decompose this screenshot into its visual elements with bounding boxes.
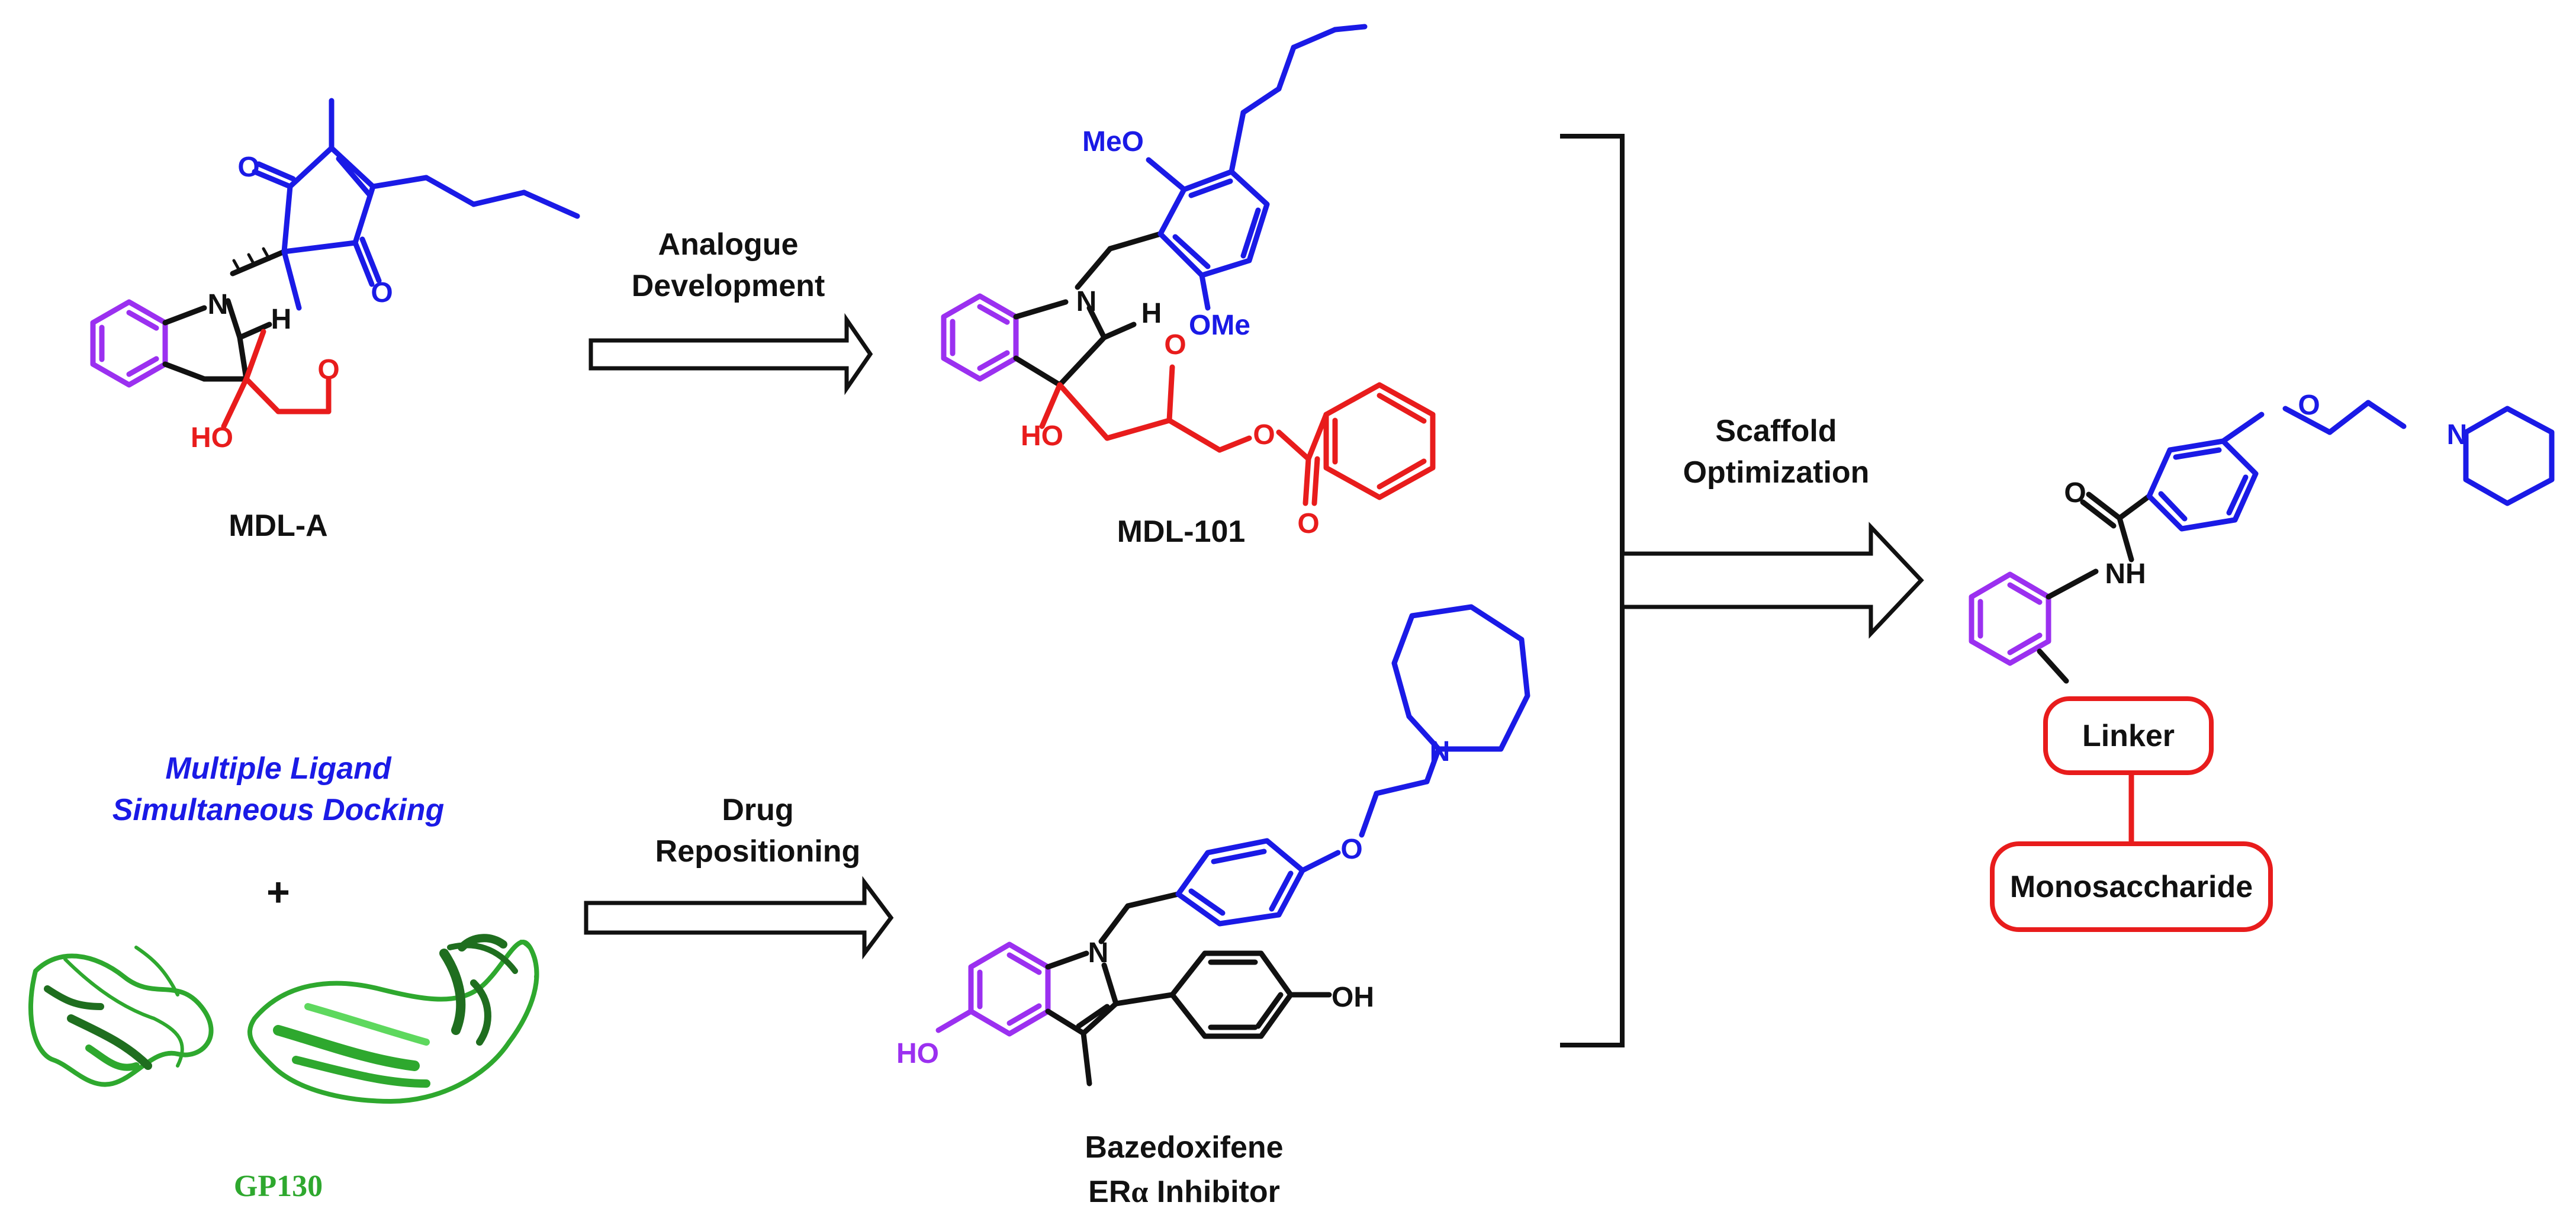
mdl-101-atom-o-ring: O	[1164, 329, 1186, 361]
target-atom-n-piperidine: N	[2447, 419, 2468, 451]
mdl-101-atom-meo: MeO	[1082, 126, 1144, 158]
docking-label-line2: Simultaneous Docking	[112, 793, 445, 827]
bazedoxifene-atom-oh: OH	[1332, 982, 1374, 1013]
bazedoxifene-sublabel-prefix: ER	[1088, 1175, 1131, 1209]
mdl-a-structure	[90, 98, 580, 429]
plus-sign: +	[266, 870, 290, 915]
mdl-101-atom-ho: HO	[1021, 420, 1063, 452]
mdl-a-label: MDL-A	[229, 509, 328, 543]
mdl-a-atom-o-ketone1: O	[237, 152, 259, 183]
bazedoxifene-atom-n-azepane: N	[1430, 736, 1451, 767]
bazedoxifene-sublabel-suffix: Inhibitor	[1148, 1175, 1279, 1209]
target-atom-o-ether: O	[2298, 390, 2320, 421]
scaffold-arrow-label-line2: Optimization	[1683, 455, 1870, 490]
mdl-a-thf-ring	[221, 329, 332, 429]
scaffold-optimization-arrow	[1620, 522, 1924, 639]
target-atom-nh: NH	[2105, 558, 2146, 590]
mdl-101-indoline-ring	[1013, 231, 1163, 388]
mdl-a-atom-o-ketone2: O	[371, 277, 393, 308]
drug-repositioning-arrow	[584, 876, 894, 960]
target-atom-o-carbonyl: O	[2064, 477, 2086, 509]
mdl-a-atom-h: H	[271, 304, 292, 335]
bazedoxifene-atom-o-ether: O	[1340, 834, 1362, 865]
scaffold-arrow-label-line1: Scaffold	[1715, 414, 1837, 448]
monosaccharide-box: Monosaccharide	[1990, 841, 2273, 932]
bazedoxifene-atom-labels: N OH HO O N	[896, 736, 1450, 1069]
target-aniline-ring	[1969, 571, 2051, 666]
mdl-a-indoline-ring	[162, 249, 287, 382]
mdl-a-benzene-ring	[90, 299, 168, 388]
bazedoxifene-indole-ring	[1045, 891, 1332, 1087]
mdl-a-cyclopentenedione	[252, 98, 580, 311]
docking-label-line1: Multiple Ligand	[165, 751, 392, 786]
analogue-arrow-label-line1: Analogue	[658, 227, 799, 262]
analogue-arrow-label-line2: Development	[632, 269, 825, 303]
drug-arrow-label-line2: Repositioning	[655, 834, 861, 869]
bazedoxifene-sublabel: ERα Inhibitor	[1088, 1175, 1280, 1209]
gp130-protein-ribbon	[28, 934, 539, 1104]
mdl-101-structure	[941, 24, 1436, 506]
mdl-a-stereo-hashes	[232, 247, 271, 273]
target-atom-labels: O NH O N	[2064, 390, 2467, 590]
bazedoxifene-label: Bazedoxifene	[1085, 1130, 1283, 1165]
mdl-101-dimethoxy-ring	[1146, 24, 1368, 311]
mdl-101-thf-ring	[1039, 364, 1436, 506]
bazedoxifene-benzene-ring	[935, 941, 1051, 1037]
mdl-101-atom-labels: N H O HO O O MeO OMe	[1021, 126, 1320, 539]
bazedoxifene-structure	[935, 604, 1530, 1087]
analogue-arrow	[588, 313, 873, 396]
mdl-a-atom-labels: N H O HO O O	[191, 152, 393, 454]
mdl-a-atom-ho: HO	[191, 422, 233, 454]
mdl-101-benzene-ring	[941, 293, 1019, 382]
mdl-101-atom-o-carbonyl: O	[1297, 508, 1319, 539]
mdl-a-atom-o-ring: O	[317, 354, 339, 385]
target-phenoxy-ring	[2146, 400, 2555, 532]
linker-box: Linker	[2043, 696, 2214, 775]
target-scaffold-structure	[1969, 400, 2555, 844]
bazedoxifene-atom-ho: HO	[896, 1038, 939, 1069]
mdl-101-label: MDL-101	[1117, 515, 1246, 549]
mdl-a-atom-n: N	[208, 289, 229, 320]
mdl-101-atom-n: N	[1076, 286, 1097, 317]
bazedoxifene-sublabel-alpha: α	[1131, 1175, 1148, 1209]
bazedoxifene-phenoxy-ring	[1175, 604, 1530, 927]
monosaccharide-label: Monosaccharide	[2010, 870, 2253, 904]
bazedoxifene-atom-n-indole: N	[1088, 937, 1109, 969]
merge-bracket	[1560, 134, 1625, 1047]
mdl-101-atom-h: H	[1141, 298, 1162, 329]
target-amide-bonds	[2037, 491, 2152, 684]
mdl-101-atom-o-ester: O	[1253, 419, 1275, 451]
linker-label: Linker	[2082, 719, 2175, 753]
drug-arrow-label-line1: Drug	[722, 793, 793, 827]
mdl-101-atom-ome: OMe	[1189, 310, 1250, 341]
gp130-label: GP130	[234, 1169, 323, 1203]
